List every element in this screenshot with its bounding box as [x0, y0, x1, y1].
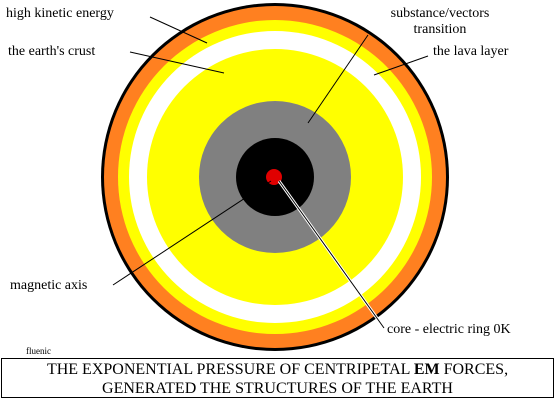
leader-line-substance: [307, 34, 369, 124]
label-magnetic-axis: magnetic axis: [10, 278, 88, 293]
author-signature: fluenic: [26, 346, 51, 356]
label-transition: transition: [413, 22, 467, 37]
label-earths-crust: the earth's crust: [8, 44, 96, 59]
caption-line-2: GENERATED THE STRUCTURES OF THE EARTH: [102, 380, 453, 397]
leader-line-magnetic-axis: [112, 180, 272, 286]
leader-line-lava: [373, 55, 429, 76]
caption-box: THE EXPONENTIAL PRESSURE OF CENTRIPETAL …: [1, 358, 554, 398]
magnetic-axis-point: [266, 169, 282, 185]
caption-em-bold: EM: [413, 361, 440, 378]
label-lava-layer: the lava layer: [433, 44, 509, 59]
caption-line-1: THE EXPONENTIAL PRESSURE OF CENTRIPETAL …: [2, 360, 553, 379]
label-core-electric-ring: core - electric ring 0K: [387, 322, 511, 337]
label-high-kinetic-energy: high kinetic energy: [6, 6, 114, 21]
caption-line-1-end: FORCES,: [439, 361, 509, 378]
label-substance-vectors: substance/vectors: [390, 6, 490, 21]
leader-line-crust: [129, 51, 225, 74]
leader-line-core: [278, 180, 385, 329]
label-substance-vectors-transition: substance/vectors transition: [380, 6, 500, 38]
caption-line-1-start: THE EXPONENTIAL PRESSURE OF CENTRIPETAL: [46, 361, 414, 378]
leader-line-kinetic: [149, 16, 208, 44]
earth-layers-diagram: [101, 3, 449, 351]
